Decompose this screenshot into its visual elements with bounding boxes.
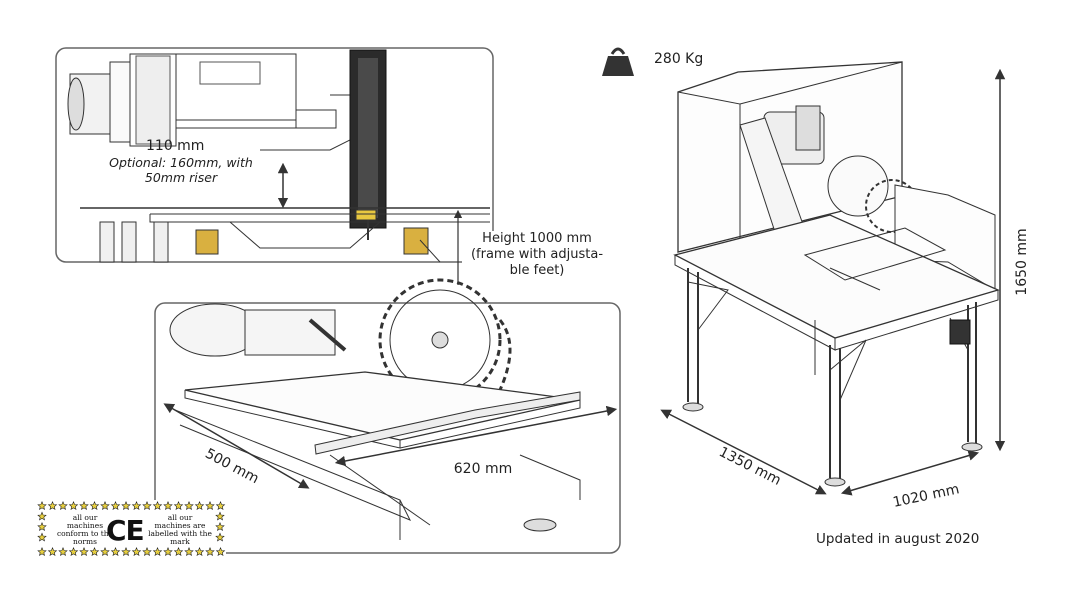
machine-depth-label: 1020 mm bbox=[892, 481, 961, 511]
machine-height-label: 1650 mm bbox=[1014, 228, 1030, 295]
ce-star-icon bbox=[37, 501, 47, 511]
ce-star-icon bbox=[142, 501, 152, 511]
ce-star-icon bbox=[68, 547, 79, 557]
frame-height-note: Height 1000 mm (frame with adjusta- ble … bbox=[462, 231, 612, 279]
bottom-detail-panel bbox=[154, 278, 621, 554]
ce-star-icon bbox=[184, 547, 194, 557]
ce-star-icon bbox=[163, 547, 173, 557]
ce-star-icon bbox=[58, 501, 68, 511]
ce-star-icon bbox=[37, 547, 47, 557]
ce-star-border bbox=[37, 501, 226, 557]
ce-star-icon bbox=[47, 547, 58, 557]
ce-star-icon bbox=[152, 547, 163, 557]
ce-star-icon bbox=[131, 501, 142, 511]
frame-line1: Height 1000 mm bbox=[482, 231, 592, 246]
ce-left-text: all our machines conform to the norms bbox=[56, 513, 114, 546]
ce-star-icon bbox=[215, 511, 225, 521]
bottom-depth-label: 500 mm bbox=[202, 446, 261, 488]
ce-star-icon bbox=[110, 547, 121, 557]
ce-star-icon bbox=[100, 501, 110, 511]
top-height-label: 110 mm bbox=[146, 138, 205, 154]
ce-star-icon bbox=[163, 501, 173, 511]
machine-drawing bbox=[673, 61, 1000, 487]
depth-dimension-arrow bbox=[840, 450, 980, 496]
top-optional-line1: Optional: 160mm, with bbox=[109, 155, 253, 170]
top-optional-line2: 50mm riser bbox=[144, 170, 218, 185]
ce-star-icon bbox=[142, 547, 152, 557]
bottom-width-label: 620 mm bbox=[454, 461, 512, 477]
ce-star-icon bbox=[37, 511, 47, 521]
length-dimension-arrow bbox=[660, 409, 827, 495]
ce-star-icon bbox=[37, 532, 47, 542]
ce-star-icon bbox=[215, 532, 225, 542]
top-optional-note: Optional: 160mm, with 50mm riser bbox=[96, 155, 266, 185]
frame-line3: ble feet) bbox=[509, 263, 565, 278]
weight-value: 280 Kg bbox=[654, 51, 704, 67]
ce-star-icon bbox=[194, 501, 205, 511]
ce-star-icon bbox=[47, 501, 58, 511]
ce-star-icon bbox=[173, 547, 184, 557]
ce-star-icon bbox=[131, 547, 142, 557]
ce-star-icon bbox=[194, 547, 205, 557]
ce-star-icon bbox=[173, 501, 184, 511]
ce-star-icon bbox=[152, 501, 163, 511]
updated-note: Updated in august 2020 bbox=[816, 531, 980, 547]
frame-line2: (frame with adjusta- bbox=[470, 247, 604, 262]
ce-badge: all our machines conform to the norms CE… bbox=[36, 500, 226, 558]
ce-star-icon bbox=[205, 501, 215, 511]
ce-right-text: all our machines are labelled with the m… bbox=[148, 513, 212, 546]
ce-star-icon bbox=[58, 547, 68, 557]
ce-star-icon bbox=[215, 522, 225, 532]
ce-star-icon bbox=[184, 501, 194, 511]
ce-star-icon bbox=[215, 547, 226, 557]
ce-mark: CE bbox=[106, 514, 145, 547]
ce-star-icon bbox=[68, 501, 79, 511]
ce-star-icon bbox=[79, 501, 89, 511]
ce-star-icon bbox=[121, 547, 131, 557]
ce-star-icon bbox=[121, 501, 131, 511]
weight-icon bbox=[602, 47, 634, 76]
ce-star-icon bbox=[100, 547, 110, 557]
ce-star-icon bbox=[205, 547, 215, 557]
ce-star-icon bbox=[79, 547, 89, 557]
ce-star-icon bbox=[215, 501, 226, 511]
ce-star-icon bbox=[89, 501, 100, 511]
ce-star-icon bbox=[37, 522, 47, 532]
ce-star-icon bbox=[89, 547, 100, 557]
top-detail-panel bbox=[55, 47, 494, 285]
ce-star-icon bbox=[110, 501, 121, 511]
